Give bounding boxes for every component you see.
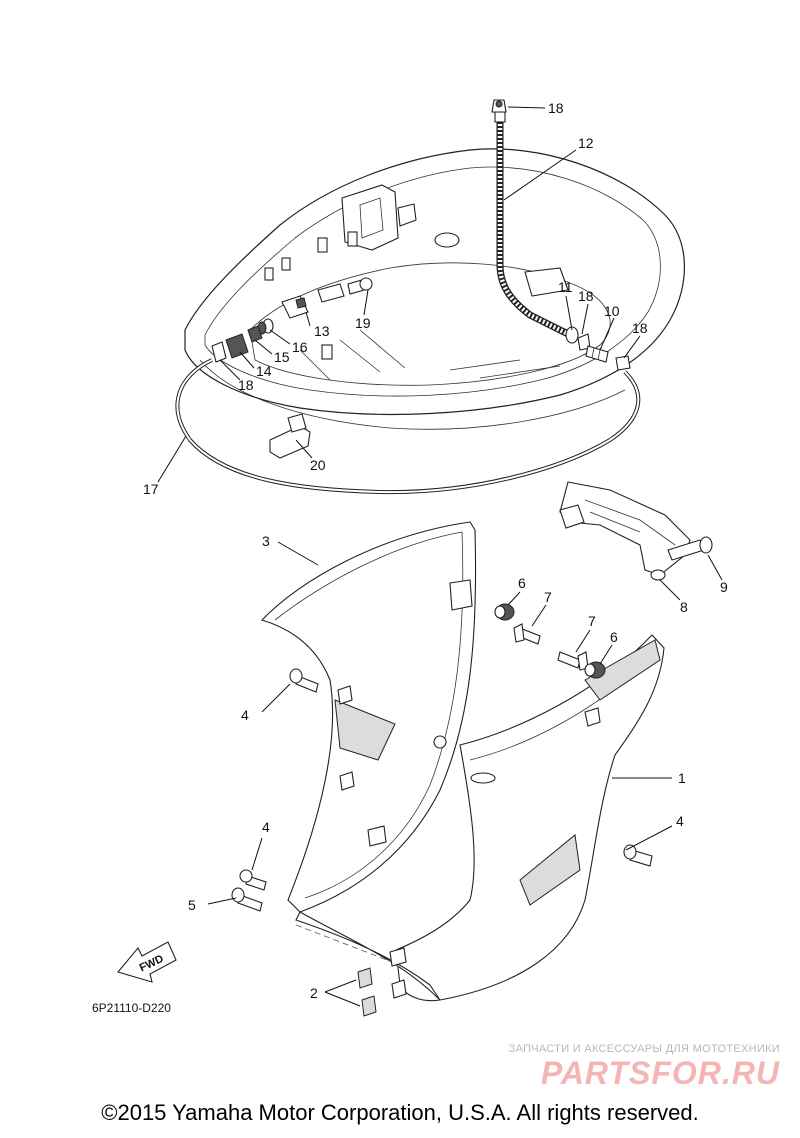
callout-10: 10 [604,303,620,319]
lower-cowling-base [295,911,441,1001]
bottom-cowling-tray [184,148,686,430]
part-18-clip-top [491,99,507,113]
part-14-cap [225,333,249,359]
drawing-code: 6P21110-D220 [92,1001,171,1015]
part-8-bracket [559,481,691,581]
callout-4: 4 [676,813,684,829]
part-6-grommet-b [584,661,606,679]
part-18-clip-d [211,341,227,363]
callout-12: 12 [578,135,594,151]
callout-18: 18 [548,100,564,116]
part-9-bolt [667,536,713,561]
part-4-bolt-b [623,844,653,867]
part-11-grommet [565,326,579,344]
part-7-collar-a [513,623,541,645]
callout-8: 8 [680,599,688,615]
callout-7: 7 [544,589,552,605]
callout-5: 5 [188,897,196,913]
callout-18: 18 [238,377,254,393]
callout-13: 13 [314,323,330,339]
watermark-logo: PARTSFOR.RU [540,1055,780,1091]
callout-6: 6 [610,629,618,645]
part-2-nut-clips [357,947,407,1017]
callout-9: 9 [720,579,728,595]
fwd-arrow-icon: FWD [117,941,177,983]
callout-14: 14 [256,363,272,379]
part-10-fitting [585,345,609,363]
callout-18: 18 [578,288,594,304]
part-17-drain-hose [175,358,641,495]
copyright-notice: ©2015 Yamaha Motor Corporation, U.S.A. A… [101,1100,699,1125]
part-7-collar-b [557,651,589,671]
part-6-grommet-a [494,603,515,621]
watermark-tagline: ЗАПЧАСТИ И АКСЕССУАРЫ ДЛЯ МОТОТЕХНИКИ [508,1043,780,1055]
callout-19: 19 [355,315,371,331]
part-15-nut [247,325,263,343]
part-3-port-cowling [260,521,477,913]
part-20-clip [269,413,311,459]
callout-labels: 18 12 11 18 10 18 19 13 16 15 14 18 20 1… [143,100,728,1001]
part-12-ribbed-hose [494,111,572,339]
callout-2: 2 [310,985,318,1001]
callout-16: 16 [292,339,308,355]
callout-1: 1 [678,770,686,786]
callout-7: 7 [588,613,596,629]
callout-4: 4 [241,707,249,723]
callout-6: 6 [518,575,526,591]
part-19-screw [347,277,373,295]
part-5-bolt [231,887,263,912]
part-18-clip-c [615,355,631,371]
part-13-connector [281,283,345,319]
part-1-starboard-cowling [395,634,665,1002]
callout-3: 3 [262,533,270,549]
callout-17: 17 [143,481,159,497]
callout-20: 20 [310,457,326,473]
callout-11: 11 [558,279,573,295]
callout-4: 4 [262,819,270,835]
part-4-bolt-a [289,668,319,693]
leader-lines [157,106,723,1007]
part-4-bolt-c [239,869,267,891]
callout-18: 18 [632,320,648,336]
callout-15: 15 [274,349,290,365]
